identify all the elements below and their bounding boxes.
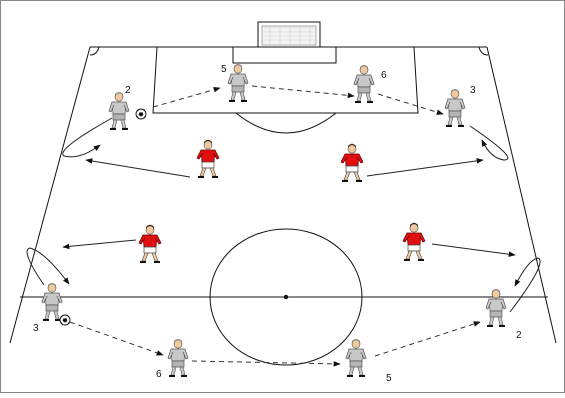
soccer-ball-icon[interactable] (136, 109, 146, 119)
goal-icon (258, 22, 320, 47)
player-number-label: 5 (221, 64, 227, 75)
player-number-label: 3 (33, 323, 39, 334)
soccer-ball-icon[interactable] (60, 315, 70, 325)
player-number-label: 2 (516, 330, 522, 341)
centre-spot (284, 295, 288, 299)
player-number-label: 5 (386, 373, 392, 384)
player-number-label: 2 (125, 85, 131, 96)
player-number-label: 6 (156, 369, 162, 380)
player-number-label: 3 (470, 85, 476, 96)
player-number-label: 6 (381, 70, 387, 81)
